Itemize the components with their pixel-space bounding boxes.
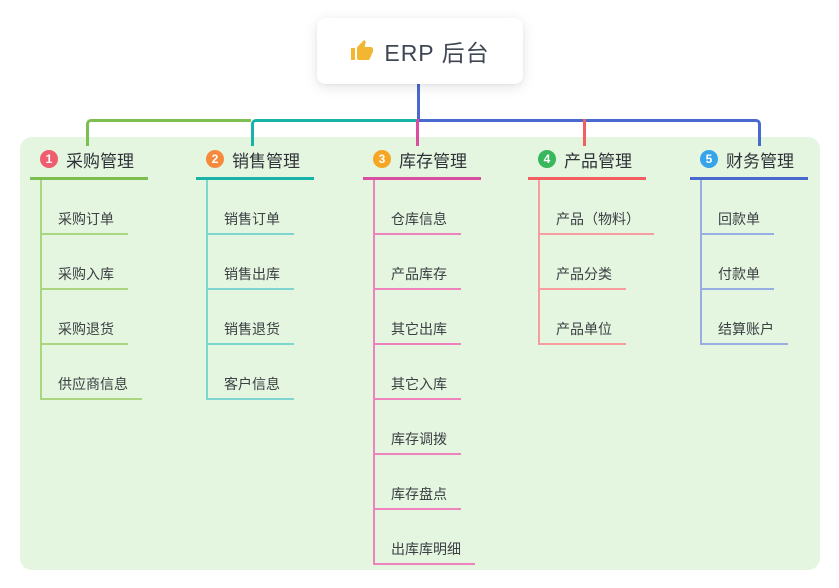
branch-label: 产品管理 xyxy=(564,151,632,171)
child-node-label: 产品（物料） xyxy=(556,211,640,227)
child-node[interactable]: 销售出库 xyxy=(206,235,294,290)
child-node[interactable]: 销售退货 xyxy=(206,290,294,345)
child-node[interactable]: 出库库明细 xyxy=(373,510,475,565)
child-node-label: 付款单 xyxy=(718,266,760,282)
root-connector-line xyxy=(417,84,420,122)
child-node[interactable]: 产品单位 xyxy=(538,290,626,345)
child-node-label: 销售订单 xyxy=(224,211,280,227)
child-node[interactable]: 其它入库 xyxy=(373,345,461,400)
child-node[interactable]: 采购入库 xyxy=(40,235,128,290)
branch-1-connector xyxy=(86,119,251,146)
branch-header-1[interactable]: 1 采购管理 xyxy=(30,148,148,180)
branch-number-badge: 3 xyxy=(373,150,391,168)
child-node[interactable]: 库存调拨 xyxy=(373,400,461,455)
child-node-label: 出库库明细 xyxy=(391,541,461,557)
branch-number-badge: 5 xyxy=(700,150,718,168)
child-node[interactable]: 采购退货 xyxy=(40,290,128,345)
child-node[interactable]: 供应商信息 xyxy=(40,345,142,400)
child-node-label: 采购入库 xyxy=(58,266,114,282)
branch-children: 销售订单销售出库销售退货客户信息 xyxy=(206,180,314,400)
branch-number-badge: 4 xyxy=(538,150,556,168)
children-trunk-line xyxy=(700,180,702,345)
root-title: ERP 后台 xyxy=(384,40,490,66)
branch-header-3[interactable]: 3 库存管理 xyxy=(363,148,481,180)
child-node-label: 销售出库 xyxy=(224,266,280,282)
branch-children: 采购订单采购入库采购退货供应商信息 xyxy=(40,180,148,400)
branch-column-5: 5 财务管理回款单付款单结算账户 xyxy=(690,148,808,345)
branch-5-connector xyxy=(419,119,761,146)
branch-2-connector xyxy=(251,119,419,146)
child-node-label: 库存调拨 xyxy=(391,431,447,447)
mindmap-root-node[interactable]: ERP 后台 xyxy=(317,18,523,84)
branch-children: 仓库信息产品库存其它出库其它入库库存调拨库存盘点出库库明细 xyxy=(373,180,481,565)
branch-header-4[interactable]: 4 产品管理 xyxy=(528,148,646,180)
child-node-label: 客户信息 xyxy=(224,376,280,392)
branch-number-badge: 1 xyxy=(40,150,58,168)
child-node-label: 产品分类 xyxy=(556,266,612,282)
thumbs-up-icon xyxy=(351,40,374,60)
branch-3-connector xyxy=(416,119,419,146)
child-node[interactable]: 付款单 xyxy=(700,235,774,290)
children-trunk-line xyxy=(373,180,375,565)
branch-header-2[interactable]: 2 销售管理 xyxy=(196,148,314,180)
child-node-label: 其它出库 xyxy=(391,321,447,337)
branch-column-3: 3 库存管理仓库信息产品库存其它出库其它入库库存调拨库存盘点出库库明细 xyxy=(363,148,481,565)
child-node[interactable]: 客户信息 xyxy=(206,345,294,400)
child-node-label: 其它入库 xyxy=(391,376,447,392)
child-node[interactable]: 回款单 xyxy=(700,180,774,235)
child-node-label: 仓库信息 xyxy=(391,211,447,227)
child-node-label: 采购退货 xyxy=(58,321,114,337)
branch-number-badge: 2 xyxy=(206,150,224,168)
child-node[interactable]: 产品库存 xyxy=(373,235,461,290)
branches-panel xyxy=(20,137,820,570)
branch-4-connector xyxy=(583,119,586,146)
children-trunk-line xyxy=(206,180,208,400)
child-node[interactable]: 其它出库 xyxy=(373,290,461,345)
children-trunk-line xyxy=(40,180,42,400)
child-node[interactable]: 结算账户 xyxy=(700,290,788,345)
children-trunk-line xyxy=(538,180,540,345)
child-node[interactable]: 销售订单 xyxy=(206,180,294,235)
branch-label: 库存管理 xyxy=(399,151,467,171)
branch-children: 回款单付款单结算账户 xyxy=(700,180,808,345)
child-node-label: 结算账户 xyxy=(718,321,774,337)
child-node[interactable]: 产品分类 xyxy=(538,235,626,290)
child-node-label: 采购订单 xyxy=(58,211,114,227)
child-node[interactable]: 仓库信息 xyxy=(373,180,461,235)
branch-column-1: 1 采购管理采购订单采购入库采购退货供应商信息 xyxy=(30,148,148,400)
child-node[interactable]: 库存盘点 xyxy=(373,455,461,510)
branch-column-4: 4 产品管理产品（物料） 产品分类产品单位 xyxy=(528,148,654,345)
branch-label: 采购管理 xyxy=(66,151,134,171)
child-node[interactable]: 产品（物料） xyxy=(538,180,654,235)
branch-children: 产品（物料） 产品分类产品单位 xyxy=(538,180,654,345)
child-node-label: 产品库存 xyxy=(391,266,447,282)
child-node[interactable]: 采购订单 xyxy=(40,180,128,235)
branch-column-2: 2 销售管理销售订单销售出库销售退货客户信息 xyxy=(196,148,314,400)
child-node-label: 供应商信息 xyxy=(58,376,128,392)
child-node-label: 回款单 xyxy=(718,211,760,227)
child-node-label: 产品单位 xyxy=(556,321,612,337)
branch-header-5[interactable]: 5 财务管理 xyxy=(690,148,808,180)
branch-label: 财务管理 xyxy=(726,151,794,171)
branch-label: 销售管理 xyxy=(232,151,300,171)
child-node-label: 销售退货 xyxy=(224,321,280,337)
child-node-label: 库存盘点 xyxy=(391,486,447,502)
